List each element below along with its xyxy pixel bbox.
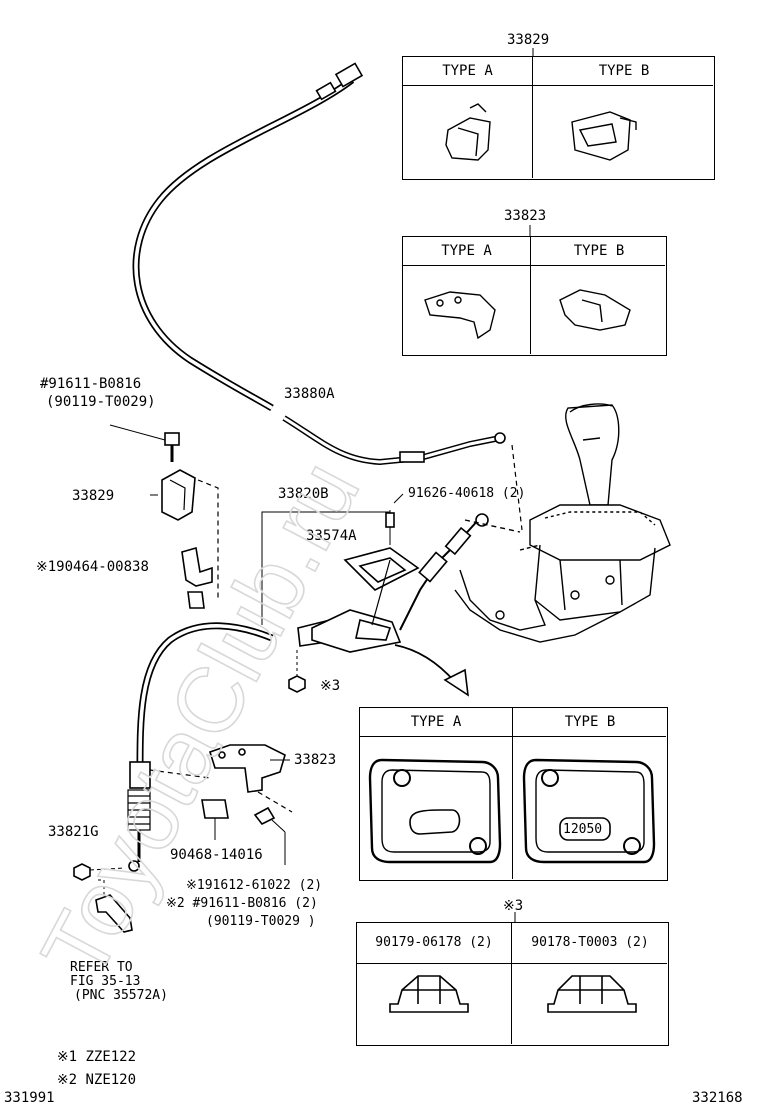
box-33829-drawings [445,103,637,161]
plate-33574a-drawing [311,493,420,653]
label-clamp-33829: 33829 [72,488,115,504]
label-bolt-90119: (90119-T0029 ) [206,914,316,929]
box-plate-type-a: TYPE A [410,714,462,730]
label-refer-line-1: REFER TO [70,960,133,975]
box-nuts-nut-2: 90178-T0003 (2) [531,935,649,950]
label-bolt-91612: ※191612-61022 (2) [186,878,323,893]
box-33829: TYPE A TYPE B [402,56,715,180]
box-33829-type-a: TYPE A [442,63,493,79]
label-clip-190464: ※190464-00838 [36,559,149,575]
footer-right-code: 332168 [692,1090,743,1106]
label-bolt-top-alt: (90119-T0029) [46,394,156,410]
box-33823-drawings [424,289,631,340]
box-33829-part-no: 33829 [507,32,550,48]
box-nuts-nut-1: 90179-06178 (2) [375,935,493,950]
legend-item-2-mark: ※2 [56,1072,78,1088]
box-plate-drawings [368,758,656,864]
label-bracket-33823: 33823 [294,752,337,768]
label-clip-33821g: 33821G [48,824,99,840]
box-nuts-header-rule [357,963,667,964]
label-cable-33880a: 33880A [284,386,335,402]
label-cable-33820b: 33820B [278,486,329,502]
legend-item-1-model: ZZE122 [85,1049,137,1065]
box-33829-type-b: TYPE B [598,63,650,79]
box-nuts-mark: ※3 [503,898,524,914]
label-retainer-90468: 90468-14016 [170,847,263,863]
box-33829-divider [532,57,533,178]
shifter-assembly-drawing [454,403,671,643]
clip-33821g-drawing [73,863,133,933]
box-nuts-drawings [389,975,637,1013]
legend-item-1: ※1 ZZE122 [40,1033,136,1065]
box-33823-part-no: 33823 [504,208,547,224]
arrow-to-plate-detail [394,644,469,697]
bolt-drawing-top [109,424,180,462]
shift-rod-drawing [399,513,489,631]
label-refer-line-2: FIG 35-13 [70,974,141,989]
box-nuts-divider [511,923,512,1044]
clamp-33829-drawing [150,469,219,600]
leader-33820b [261,511,391,625]
box-33823: TYPE A TYPE B [402,236,667,356]
box-33823-type-a: TYPE A [441,243,492,259]
box-33823-header-rule [403,265,665,266]
bolt-91612-drawing [253,806,286,865]
footer-left-code: 331991 [4,1090,55,1106]
plate-stamp-text: 12050 [563,822,603,837]
legend-item-1-mark: ※1 [56,1049,78,1065]
label-bolt-91611: ※2 #91611-B0816 (2) [166,896,318,911]
label-plate-33574a: 33574A [306,528,357,544]
box-plate-type-b: TYPE B [564,714,616,730]
legend-item-2-model: NZE120 [85,1072,137,1088]
label-bolt-91626: 91626-40618 (2) [408,486,526,501]
box-plate-header-rule [360,736,666,737]
box-33829-header-rule [403,85,713,86]
cable-33880a-drawing [132,62,506,466]
clip-190464-drawing [181,546,213,609]
bracket-33823-drawing [149,744,293,813]
box-plate-divider [512,708,513,879]
box-33823-type-b: TYPE B [573,243,625,259]
box-33823-divider [530,237,531,354]
legend-item-2: ※2 NZE120 [40,1056,136,1088]
retainer-90468-drawing [201,799,229,840]
nut-drawing [288,650,306,693]
box-nuts: 90179-06178 (2) 90178-T0003 (2) [356,922,669,1046]
label-refer-line-3: (PNC 35572A) [74,988,168,1003]
label-nut-mark: ※3 [320,678,341,694]
label-bolt-top: #91611-B0816 [40,376,142,392]
box-plate-types: TYPE A TYPE B [359,707,668,881]
